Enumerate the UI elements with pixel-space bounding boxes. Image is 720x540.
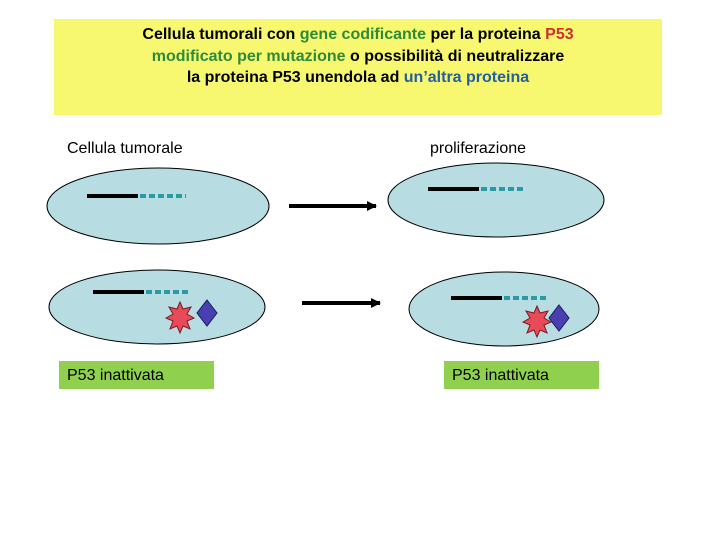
title-text: o possibilità di neutralizzare xyxy=(345,47,565,65)
title-highlight-p53: P53 xyxy=(545,26,574,43)
title-text: Cellula tumorali con xyxy=(142,26,300,43)
left-heading: Cellula tumorale xyxy=(67,140,183,157)
p53-protein-icon xyxy=(164,300,196,335)
cell-membrane xyxy=(387,162,605,238)
right-heading: proliferazione xyxy=(430,140,527,157)
title-highlight-protein: un’altra proteina xyxy=(403,69,530,86)
proliferating-cell-bottom xyxy=(408,271,600,347)
title-highlight-mutation: modificato per mutazione xyxy=(151,47,346,65)
tumor-cell-bottom xyxy=(48,269,266,345)
title-text: per la proteina xyxy=(426,26,546,43)
title-banner: Cellula tumorali con gene codificante pe… xyxy=(54,19,662,115)
cell-membrane xyxy=(408,271,600,347)
title-highlight-gene: gene codificante xyxy=(299,26,426,43)
binding-protein-icon xyxy=(196,299,218,327)
cell-membrane xyxy=(46,167,270,245)
cell-membrane xyxy=(48,269,266,345)
title-line-1: Cellula tumorali con gene codificante pe… xyxy=(54,24,662,46)
proliferating-cell-top xyxy=(387,162,605,238)
p53-protein-icon xyxy=(521,304,553,339)
right-status-tag: P53 inattivata xyxy=(444,361,599,389)
title-line-3: la proteina P53 unendola ad un’altra pro… xyxy=(54,67,662,89)
binding-protein-icon xyxy=(548,304,570,332)
tumor-cell-top xyxy=(46,167,270,245)
title-text: la proteina P53 unendola ad xyxy=(186,69,404,86)
left-status-tag: P53 inattivata xyxy=(59,361,214,389)
title-line-2: modificato per mutazione o possibilità d… xyxy=(54,46,662,68)
